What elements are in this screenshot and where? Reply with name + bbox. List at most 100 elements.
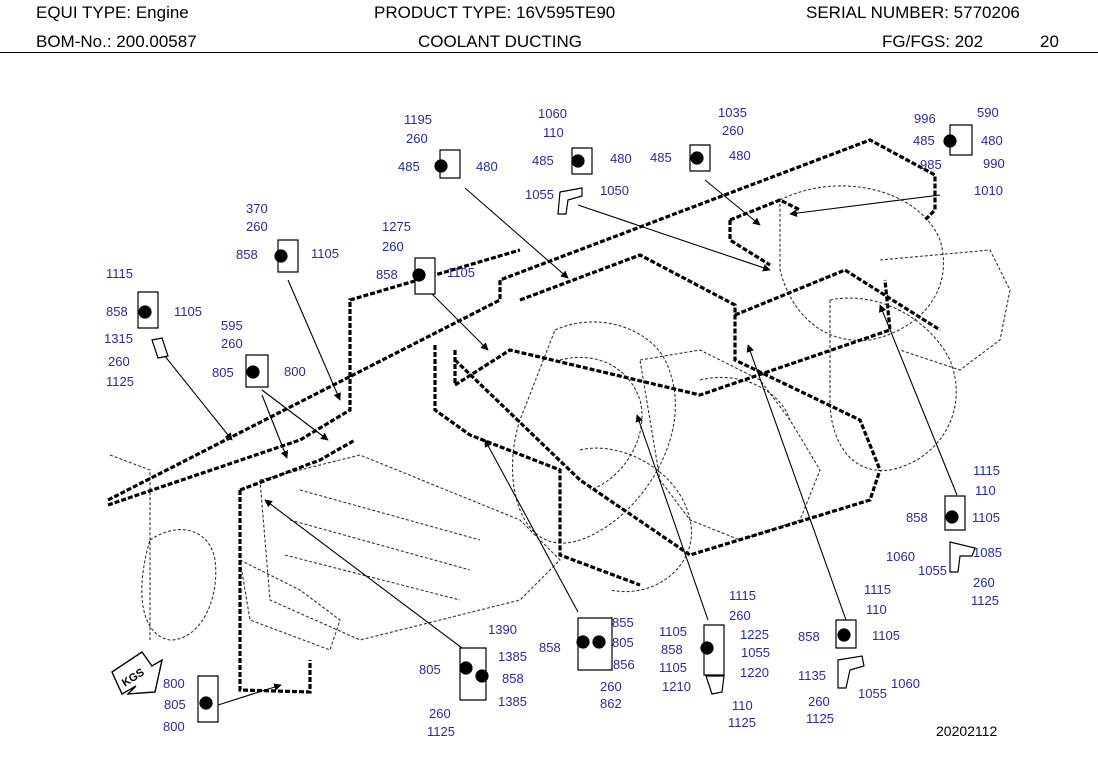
part-callout: 805 bbox=[419, 662, 441, 677]
clamp-icon bbox=[459, 647, 489, 701]
part-callout: 985 bbox=[920, 157, 942, 172]
part-callout: 1055 bbox=[741, 645, 770, 660]
part-callout: 1115 bbox=[864, 582, 891, 597]
part-callout: 1195 bbox=[404, 112, 432, 127]
part-callout: 1105 bbox=[872, 628, 900, 643]
part-callout: 858 bbox=[236, 247, 258, 262]
part-callout: 1125 bbox=[806, 711, 834, 726]
part-callout: 1225 bbox=[740, 627, 769, 642]
part-callout: 1135 bbox=[798, 668, 826, 683]
part-callout: 590 bbox=[977, 105, 999, 120]
part-callout: 480 bbox=[981, 133, 1003, 148]
part-callout: 485 bbox=[913, 133, 935, 148]
part-callout: 485 bbox=[532, 153, 554, 168]
part-callout: 1210 bbox=[662, 679, 691, 694]
leader-lines bbox=[159, 179, 958, 706]
pipework bbox=[107, 138, 941, 694]
part-callout: 996 bbox=[914, 111, 936, 126]
part-callout: 260 bbox=[729, 608, 751, 623]
part-callout: 110 bbox=[975, 483, 996, 498]
clamp-icon bbox=[434, 149, 461, 179]
part-callout: 485 bbox=[650, 150, 672, 165]
part-callout: 1115 bbox=[729, 588, 756, 603]
part-callout: 1105 bbox=[659, 660, 687, 675]
part-callout: 1060 bbox=[886, 549, 915, 564]
part-callout: 480 bbox=[610, 151, 632, 166]
part-callout: 1105 bbox=[311, 246, 339, 261]
part-callout: 260 bbox=[221, 336, 243, 351]
page-number: 20 bbox=[1040, 32, 1059, 51]
clamp-icon bbox=[412, 257, 436, 295]
part-callout: 858 bbox=[798, 629, 820, 644]
part-callout: 1125 bbox=[427, 724, 455, 739]
part-callout: 858 bbox=[539, 640, 561, 655]
part-callout: 260 bbox=[600, 679, 622, 694]
part-callout: 260 bbox=[429, 706, 451, 721]
part-callout: 110 bbox=[866, 602, 887, 617]
part-callout: 260 bbox=[246, 219, 268, 234]
part-callout: 260 bbox=[382, 239, 404, 254]
part-callout: 858 bbox=[106, 304, 128, 319]
bracket-icon bbox=[837, 655, 865, 689]
part-callout: 1385 bbox=[498, 694, 527, 709]
part-callout: 1125 bbox=[106, 374, 134, 389]
part-callout: 805 bbox=[212, 365, 234, 380]
part-callout: 485 bbox=[398, 159, 420, 174]
clamp-icon bbox=[137, 291, 159, 329]
part-callout: 1275 bbox=[382, 219, 411, 234]
part-callout: 260 bbox=[808, 694, 830, 709]
part-callout: 800 bbox=[163, 676, 185, 691]
bracket-icon bbox=[705, 675, 725, 695]
part-callout: 1055 bbox=[918, 563, 947, 578]
part-callout: 1125 bbox=[728, 715, 756, 730]
part-callout: 1085 bbox=[973, 545, 1002, 560]
part-callout: 800 bbox=[163, 719, 185, 734]
part-callout: 1105 bbox=[972, 510, 1000, 525]
part-callout: 858 bbox=[376, 267, 398, 282]
serial-number: SERIAL NUMBER: 5770206 bbox=[806, 3, 1020, 22]
part-callout: 1055 bbox=[525, 187, 554, 202]
part-callout: 805 bbox=[164, 697, 186, 712]
drawing-title: COOLANT DUCTING bbox=[418, 32, 583, 51]
part-callout: 1105 bbox=[447, 265, 475, 280]
clamp-icon bbox=[274, 239, 299, 273]
part-callout: 1050 bbox=[600, 183, 629, 198]
part-callout: 595 bbox=[221, 318, 243, 333]
part-callout: 862 bbox=[600, 696, 622, 711]
clamp-icon bbox=[197, 675, 219, 723]
part-callout: 1010 bbox=[974, 183, 1003, 198]
clamp-icon bbox=[944, 495, 966, 531]
part-callout: 858 bbox=[906, 510, 928, 525]
part-callout: 1115 bbox=[106, 266, 133, 281]
part-callout: 1105 bbox=[174, 304, 202, 319]
part-callout: 110 bbox=[732, 698, 753, 713]
clamp-icon bbox=[689, 144, 711, 172]
part-callout: 480 bbox=[729, 148, 751, 163]
part-callout: 805 bbox=[612, 635, 634, 650]
part-callout: 1105 bbox=[659, 624, 687, 639]
part-callout: 260 bbox=[722, 123, 744, 138]
bracket-icon bbox=[151, 337, 169, 359]
kgs-arrow-icon: KGS bbox=[111, 651, 164, 695]
bracket-icon bbox=[557, 187, 583, 215]
part-callout: 1125 bbox=[971, 593, 999, 608]
part-callout: 1390 bbox=[488, 622, 517, 637]
part-callout: 1115 bbox=[973, 463, 1000, 478]
part-callout: 800 bbox=[284, 364, 306, 379]
clamp-icon bbox=[576, 617, 613, 671]
part-callout: 1060 bbox=[538, 106, 567, 121]
equi-type: EQUI TYPE: Engine bbox=[36, 3, 189, 22]
clamp-icon bbox=[835, 619, 857, 649]
part-callout: 858 bbox=[661, 642, 683, 657]
engine-outline bbox=[109, 185, 1011, 651]
part-callout: 1385 bbox=[498, 649, 527, 664]
part-callout: 260 bbox=[406, 131, 428, 146]
part-callout: 1315 bbox=[104, 331, 133, 346]
part-callout: 855 bbox=[612, 615, 634, 630]
clamp-icon bbox=[245, 354, 269, 388]
drawing-id: 20202112 bbox=[936, 723, 997, 739]
part-callout: 1055 bbox=[858, 686, 887, 701]
bom-number: BOM-No.: 200.00587 bbox=[36, 32, 197, 51]
